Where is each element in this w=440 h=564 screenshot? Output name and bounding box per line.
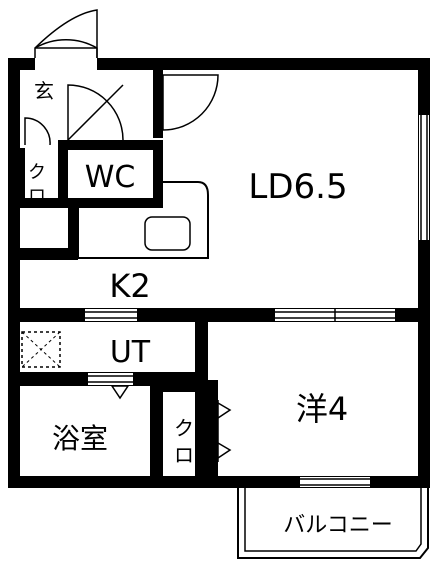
entrance-label: 玄: [34, 79, 54, 103]
closet-bottom-label-1: ク: [174, 416, 194, 440]
western-room-label: 洋4: [296, 390, 348, 428]
kitchen-label: K2: [109, 267, 150, 305]
ld-label: LD6.5: [248, 167, 347, 207]
balcony-label: バルコニー: [283, 513, 393, 538]
openings: [85, 309, 395, 487]
interior-doors: [24, 74, 219, 146]
utility-label: UT: [110, 335, 151, 370]
washer-space: [21, 331, 61, 368]
closet-bottom-label: ク ロ: [174, 416, 194, 467]
closet-top-label-2: ロ: [28, 186, 46, 207]
entrance-door: [34, 9, 98, 58]
ut-door-marker: [110, 385, 130, 400]
closet-door-markers: [217, 400, 232, 462]
wc-label: WC: [85, 160, 136, 195]
balcony: [237, 488, 429, 559]
closet-bottom-label-2: ロ: [174, 443, 194, 467]
closet-top-label: ク ロ: [28, 162, 46, 207]
closet-top-label-1: ク: [28, 162, 46, 183]
bath-label: 浴室: [52, 422, 108, 455]
right-window: [419, 115, 429, 240]
kitchen-counter: [77, 181, 209, 259]
